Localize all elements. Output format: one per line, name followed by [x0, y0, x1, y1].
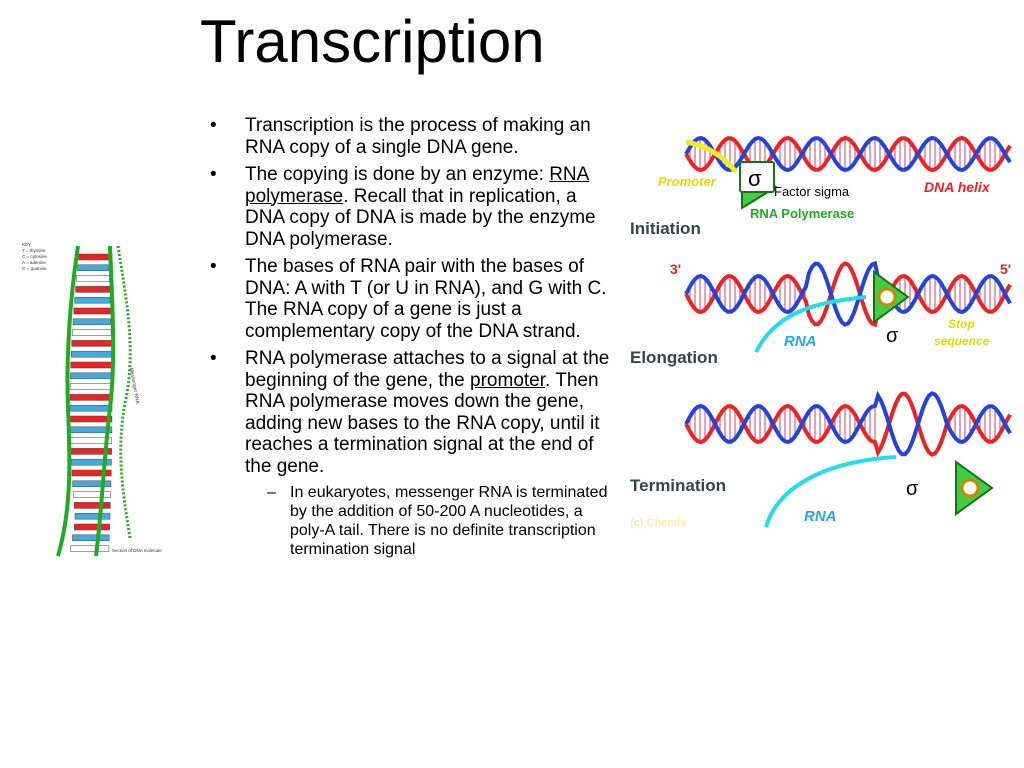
rna-label: RNA	[784, 333, 817, 350]
bullet-item: • Transcription is the process of making …	[200, 115, 620, 158]
bullet-item: • RNA polymerase attaches to a signal at …	[200, 348, 620, 477]
transcription-diagram: σ Promoter Factor sigma DNA helix RNA Po…	[630, 135, 1012, 529]
base-pair-block	[71, 458, 112, 466]
bullet-text-run: The bases of RNA pair with the bases of …	[245, 256, 607, 342]
bullet-text-run: . Recall that in replication, a DNA copy…	[245, 185, 596, 250]
base-pair-block	[72, 534, 110, 542]
bullet-text: RNA polymerase attaches to a signal at t…	[245, 348, 609, 477]
stage-initiation: Initiation	[630, 219, 701, 238]
bullet-mark: •	[210, 348, 217, 369]
base-pair-block	[73, 502, 111, 509]
bullet-text: Transcription is the process of making a…	[245, 115, 591, 158]
stage-elongation: Elongation	[630, 348, 718, 367]
three-prime-label: 3'	[670, 261, 681, 277]
dna-helix-termination	[684, 390, 1012, 458]
rna-polymerase-label: RNA Polymerase	[750, 206, 854, 221]
sequence-label: sequence	[934, 334, 990, 348]
rna-label: RNA	[804, 508, 837, 525]
base-pair-block	[74, 512, 111, 520]
sub-bullet: – In eukaryotes, messenger RNA is termin…	[200, 483, 620, 559]
copyright-watermark: (c) Chemis	[630, 517, 686, 529]
base-pair-block	[72, 318, 112, 326]
dna-backbone-right	[94, 245, 116, 557]
dna-strand-red	[684, 391, 1012, 458]
base-pair-block	[70, 372, 113, 380]
base-pair-block	[70, 361, 112, 369]
dna-strand-red	[684, 261, 1012, 328]
base-pair-block	[76, 275, 110, 282]
base-pair-block	[72, 480, 112, 488]
base-pair-block	[70, 350, 112, 358]
key-line: KEY	[22, 242, 31, 247]
dna-backbone-left	[56, 245, 80, 557]
base-pair-block	[69, 404, 113, 412]
dna-strand-blue	[684, 390, 1012, 457]
bullet-mark: •	[210, 115, 217, 136]
mrna-strand	[116, 245, 132, 539]
base-pair-block	[74, 296, 111, 304]
bullet-text-run: The copying is done by an enzyme:	[245, 164, 550, 185]
base-pair-block	[70, 545, 110, 552]
dna-molecule-figure: KEY T = thymine C = cytosine A = adenine…	[22, 242, 162, 557]
bullet-item: • The copying is done by an enzyme: RNA p…	[200, 164, 620, 250]
key-line: C = cytosine	[22, 254, 47, 259]
base-pair-block	[69, 415, 113, 423]
bullet-text-run: . Then RNA polymerase moves down the gen…	[245, 369, 600, 477]
dna-strand-blue	[684, 260, 1012, 327]
key-line: A = adenine	[22, 260, 46, 265]
underlined-term: promoter	[470, 369, 546, 391]
mrna-label: Messenger RNA	[128, 367, 140, 405]
base-pair-block	[77, 264, 110, 272]
bullet-text-run: Transcription is the process of making a…	[245, 115, 591, 158]
factor-sigma-label: Factor sigma	[774, 184, 850, 199]
key-line: G = guanine	[22, 266, 47, 271]
polymerase-active-site-icon	[877, 287, 897, 307]
slide-body: • Transcription is the process of making …	[200, 115, 620, 559]
stage-termination: Termination	[630, 476, 726, 495]
promoter-label: Promoter	[658, 174, 717, 189]
stop-label: Stop	[948, 317, 975, 331]
sigma-symbol: σ	[748, 166, 762, 191]
base-pairs	[69, 253, 113, 552]
base-pair-block	[73, 491, 111, 498]
polymerase-active-site-icon	[960, 478, 980, 498]
dna-strand-red	[684, 135, 1012, 173]
base-pair-block	[78, 253, 109, 261]
five-prime-label: 5'	[1000, 261, 1011, 277]
dna-helix-elongation	[684, 260, 1012, 328]
sub-bullet-text: In eukaryotes, messenger RNA is terminat…	[290, 484, 608, 558]
base-pair-block	[75, 286, 111, 293]
bullet-mark: •	[210, 256, 217, 277]
base-pair-block	[71, 340, 112, 347]
figure-key: KEY T = thymine C = cytosine A = adenine…	[22, 242, 47, 271]
key-line: T = thymine	[22, 248, 46, 253]
bullet-item: • The bases of RNA pair with the bases of…	[200, 256, 620, 342]
base-pair-block	[73, 307, 111, 315]
underlined-term: RNA polymerase	[245, 164, 590, 207]
base-pair-block	[71, 469, 112, 477]
bullet-text: The copying is done by an enzyme: RNA po…	[245, 164, 596, 250]
slide-title: Transcription	[200, 8, 545, 75]
dna-helix-label: DNA helix	[924, 179, 991, 195]
bullet-mark: •	[210, 164, 217, 185]
bullet-text-run: RNA polymerase attaches to a signal at t…	[245, 348, 610, 391]
bullet-text: The bases of RNA pair with the bases of …	[245, 256, 606, 342]
sigma-factor-icon	[739, 161, 775, 193]
rna-transcript	[754, 295, 867, 353]
dna-helix-initiation	[684, 135, 1012, 173]
sub-bullet-mark: –	[267, 484, 276, 501]
base-pair-block	[69, 394, 113, 401]
promoter-segment	[685, 139, 738, 174]
base-pair-block	[69, 383, 113, 390]
bullet-list: • Transcription is the process of making …	[200, 115, 620, 477]
base-pair-block	[72, 329, 112, 336]
dna-strand-blue	[684, 135, 1012, 173]
sigma-symbol: σ	[886, 325, 899, 347]
rna-transcript	[764, 455, 897, 528]
base-pair-block	[74, 523, 110, 531]
sigma-symbol: σ	[906, 478, 919, 500]
figure-caption: Section of DNA molecule	[112, 548, 162, 553]
